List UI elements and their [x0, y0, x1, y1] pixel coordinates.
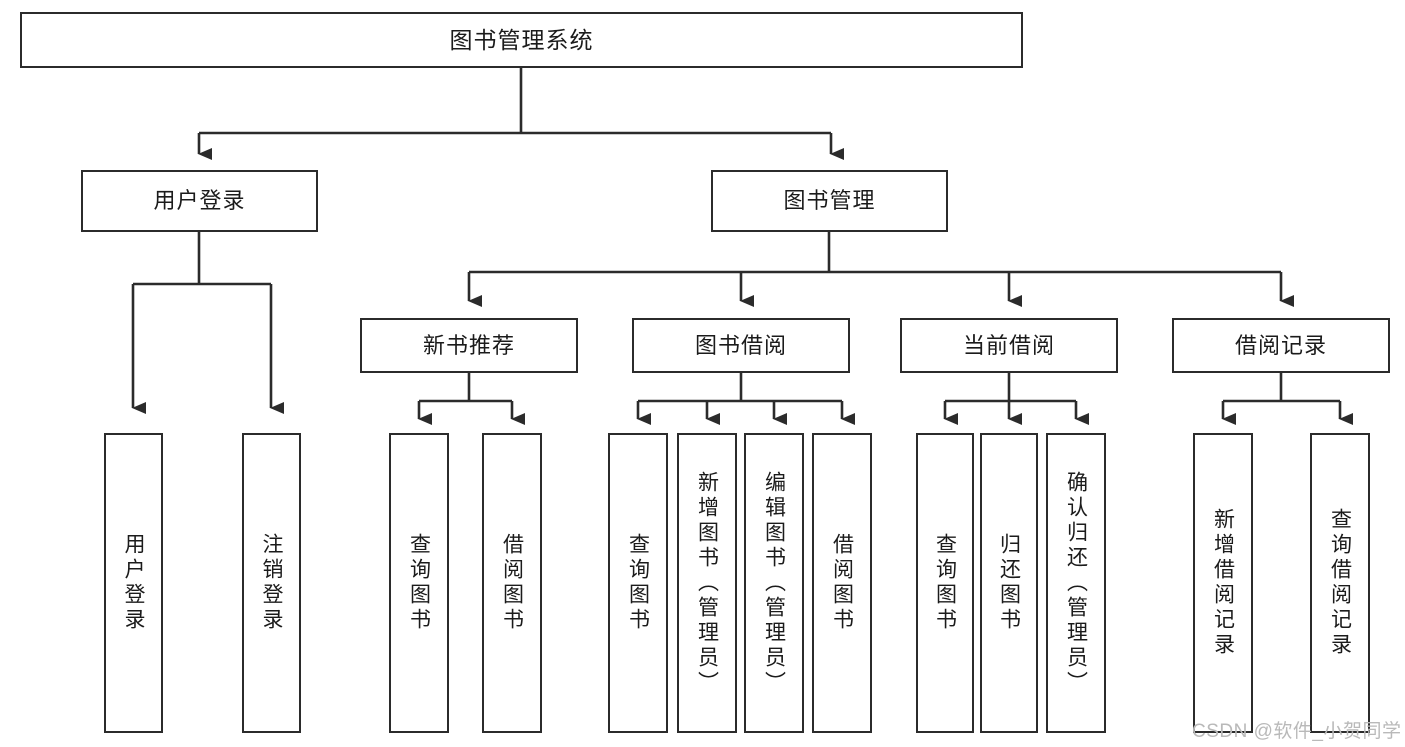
node-label: 图书借阅 — [694, 332, 787, 358]
node-book-management[interactable]: 图书管理 — [711, 170, 948, 232]
leaf-query-borrow-record[interactable]: 查询借阅记录 — [1310, 433, 1370, 733]
node-label: 查询图书 — [626, 533, 650, 633]
node-label: 借阅记录 — [1234, 332, 1327, 358]
node-label: 借阅图书 — [500, 533, 524, 633]
node-label: 借阅图书 — [830, 533, 854, 633]
node-label: 当前借阅 — [962, 332, 1055, 358]
node-new-book-recommend[interactable]: 新书推荐 — [360, 318, 578, 373]
leaf-query-book-current[interactable]: 查询图书 — [916, 433, 974, 733]
leaf-query-book-recommend[interactable]: 查询图书 — [389, 433, 449, 733]
node-label: 用户登录 — [122, 533, 145, 633]
leaf-add-book-admin[interactable]: 新增图书（管理员） — [677, 433, 737, 733]
leaf-user-login[interactable]: 用户登录 — [104, 433, 163, 733]
node-label: 新增借阅记录 — [1211, 508, 1235, 658]
node-root-system[interactable]: 图书管理系统 — [20, 12, 1023, 68]
node-label: 新增图书（管理员） — [695, 470, 719, 696]
node-label: 编辑图书（管理员） — [762, 470, 786, 696]
leaf-edit-book-admin[interactable]: 编辑图书（管理员） — [744, 433, 804, 733]
node-book-borrow[interactable]: 图书借阅 — [632, 318, 850, 373]
node-current-borrow[interactable]: 当前借阅 — [900, 318, 1118, 373]
leaf-confirm-return-admin[interactable]: 确认归还（管理员） — [1046, 433, 1106, 733]
node-label: 图书管理 — [783, 188, 876, 214]
leaf-query-book-borrow[interactable]: 查询图书 — [608, 433, 668, 733]
node-borrow-records[interactable]: 借阅记录 — [1172, 318, 1390, 373]
node-label: 查询图书 — [933, 533, 957, 633]
node-label: 新书推荐 — [422, 332, 515, 358]
node-label: 用户登录 — [153, 188, 246, 214]
node-label: 查询图书 — [407, 533, 431, 633]
leaf-add-borrow-record[interactable]: 新增借阅记录 — [1193, 433, 1253, 733]
leaf-logout[interactable]: 注销登录 — [242, 433, 301, 733]
node-label: 注销登录 — [260, 533, 283, 633]
node-label: 查询借阅记录 — [1328, 508, 1352, 658]
node-label: 图书管理系统 — [449, 26, 594, 53]
node-user-login[interactable]: 用户登录 — [81, 170, 318, 232]
node-label: 归还图书 — [997, 533, 1021, 633]
node-label: 确认归还（管理员） — [1064, 470, 1088, 696]
watermark-text: CSDN @软件_小贺同学 — [1192, 721, 1402, 742]
leaf-return-book[interactable]: 归还图书 — [980, 433, 1038, 733]
leaf-borrow-book[interactable]: 借阅图书 — [812, 433, 872, 733]
leaf-borrow-book-recommend[interactable]: 借阅图书 — [482, 433, 542, 733]
